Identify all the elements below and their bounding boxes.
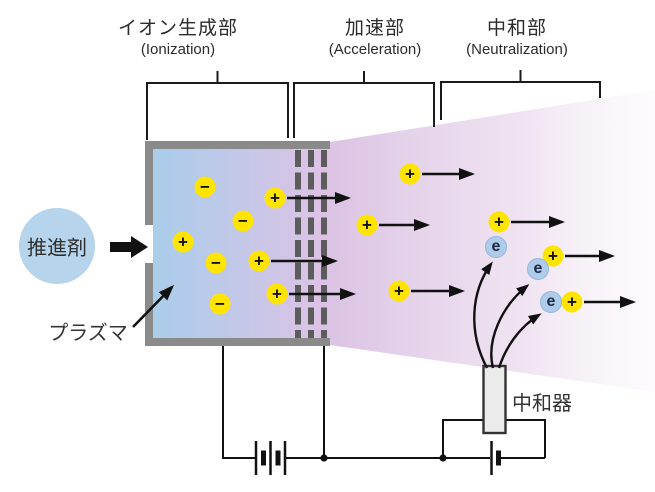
section-label-ionization-en: (Ionization) [140, 40, 216, 58]
negative-charge: − [209, 293, 231, 315]
negative-charge: − [232, 210, 254, 232]
ion-motion-arrows [271, 168, 636, 308]
propellant-arrow-icon [110, 236, 148, 258]
electron-trajectory-arrows [473, 261, 542, 369]
circuit-wiring [222, 346, 546, 462]
chamber-walls [145, 141, 330, 346]
section-label-acceleration-jp: 加速部 [344, 18, 406, 39]
propellant-circle [19, 208, 95, 284]
positive-ion: + [264, 187, 286, 209]
electron-particle: e [485, 236, 507, 258]
positive-ion: + [248, 250, 270, 272]
negative-charge: − [194, 176, 216, 198]
section-label-acceleration: 加速部 (Acceleration) [329, 17, 422, 60]
positive-ion: + [388, 280, 410, 302]
battery-icon-main [254, 441, 287, 475]
section-label-ionization-jp: イオン生成部 [117, 18, 239, 39]
section-label-acceleration-en: (Acceleration) [328, 40, 422, 58]
accelerator-grid-icon [295, 150, 327, 345]
section-label-neutralization-en: (Neutralization) [466, 40, 568, 58]
neutralizer-label: 中和器 [512, 393, 572, 415]
electron-particle: e [527, 258, 549, 280]
section-label-neutralization-jp: 中和部 [486, 18, 547, 39]
section-label-ionization: イオン生成部 (Ionization) [118, 17, 238, 60]
battery-icon-neutralizer [490, 441, 501, 475]
positive-ion: + [561, 291, 583, 313]
positive-ion: + [542, 245, 564, 267]
positive-ion: + [266, 283, 288, 305]
positive-ion: + [399, 163, 421, 185]
negative-charge: − [205, 252, 227, 274]
plasma-label: プラズマ [48, 322, 128, 345]
propellant-label: 推進剤 [27, 237, 87, 260]
positive-ion: + [172, 231, 194, 253]
positive-ion: + [488, 211, 510, 233]
electron-particle: e [540, 291, 562, 313]
plasma-pointer-arrow [132, 284, 175, 328]
positive-ion: + [356, 214, 378, 236]
propellant-feed [19, 208, 148, 284]
neutralizer-body [482, 364, 507, 435]
section-brackets [146, 70, 601, 140]
section-label-neutralization: 中和部 (Neutralization) [466, 17, 568, 60]
